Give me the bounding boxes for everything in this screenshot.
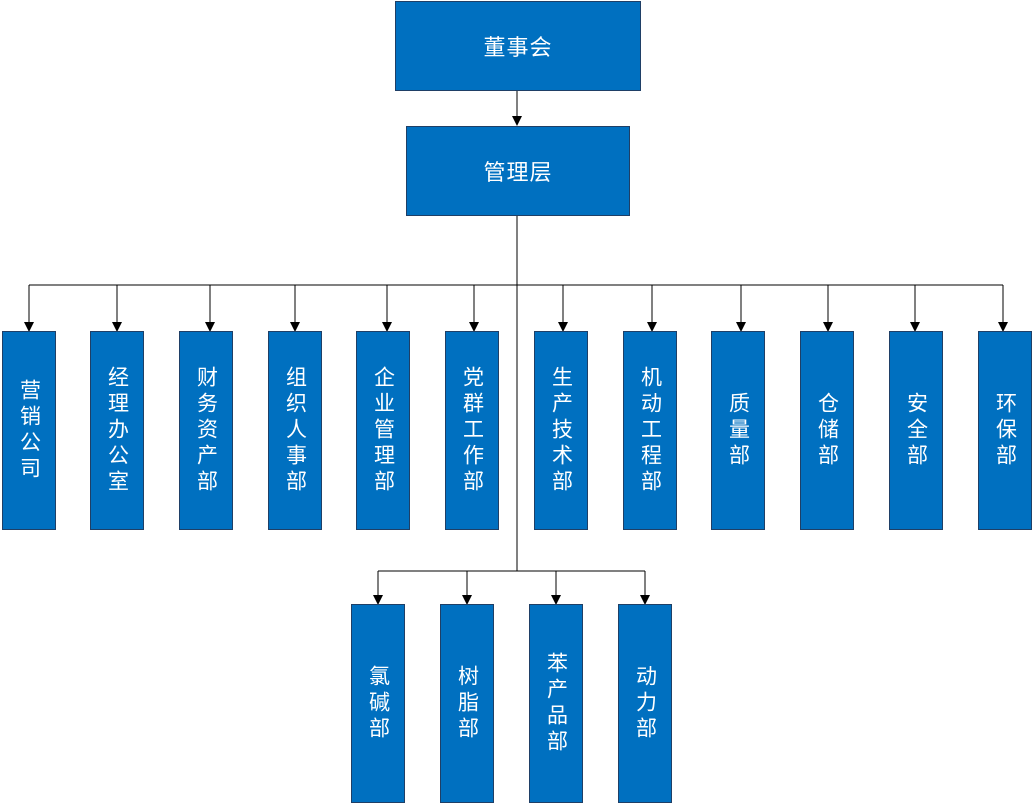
- production-unit-box: 苯产品部: [529, 604, 583, 803]
- department-box: 机动工程部: [623, 331, 677, 530]
- production-unit-box: 氯碱部: [351, 604, 405, 803]
- production-unit-box: 动力部: [618, 604, 672, 803]
- management-box: 管理层: [406, 126, 630, 216]
- department-label: 安全部: [904, 391, 929, 470]
- management-label: 管理层: [483, 161, 553, 186]
- department-box: 仓储部: [800, 331, 854, 530]
- production-unit-label: 苯产品部: [544, 651, 569, 756]
- department-label: 仓储部: [815, 391, 840, 470]
- department-label: 机动工程部: [638, 365, 663, 496]
- production-unit-label: 树脂部: [455, 664, 480, 743]
- department-box: 营销公司: [2, 331, 56, 530]
- department-box: 财务资产部: [179, 331, 233, 530]
- department-label: 经理办公室: [105, 365, 130, 496]
- department-box: 生产技术部: [534, 331, 588, 530]
- board-of-directors-box: 董事会: [395, 1, 641, 91]
- department-label: 生产技术部: [549, 365, 574, 496]
- department-label: 质量部: [726, 391, 751, 470]
- production-unit-label: 动力部: [633, 664, 658, 743]
- board-of-directors-label: 董事会: [483, 36, 553, 61]
- production-unit-box: 树脂部: [440, 604, 494, 803]
- department-label: 企业管理部: [371, 365, 396, 496]
- production-unit-label: 氯碱部: [366, 664, 391, 743]
- department-box: 党群工作部: [445, 331, 499, 530]
- department-box: 环保部: [978, 331, 1032, 530]
- department-label: 组织人事部: [283, 365, 308, 496]
- department-label: 环保部: [993, 391, 1018, 470]
- department-box: 经理办公室: [90, 331, 144, 530]
- department-box: 企业管理部: [356, 331, 410, 530]
- department-box: 质量部: [711, 331, 765, 530]
- department-label: 营销公司: [17, 378, 42, 483]
- department-label: 党群工作部: [460, 365, 485, 496]
- department-label: 财务资产部: [194, 365, 219, 496]
- department-box: 组织人事部: [268, 331, 322, 530]
- department-box: 安全部: [889, 331, 943, 530]
